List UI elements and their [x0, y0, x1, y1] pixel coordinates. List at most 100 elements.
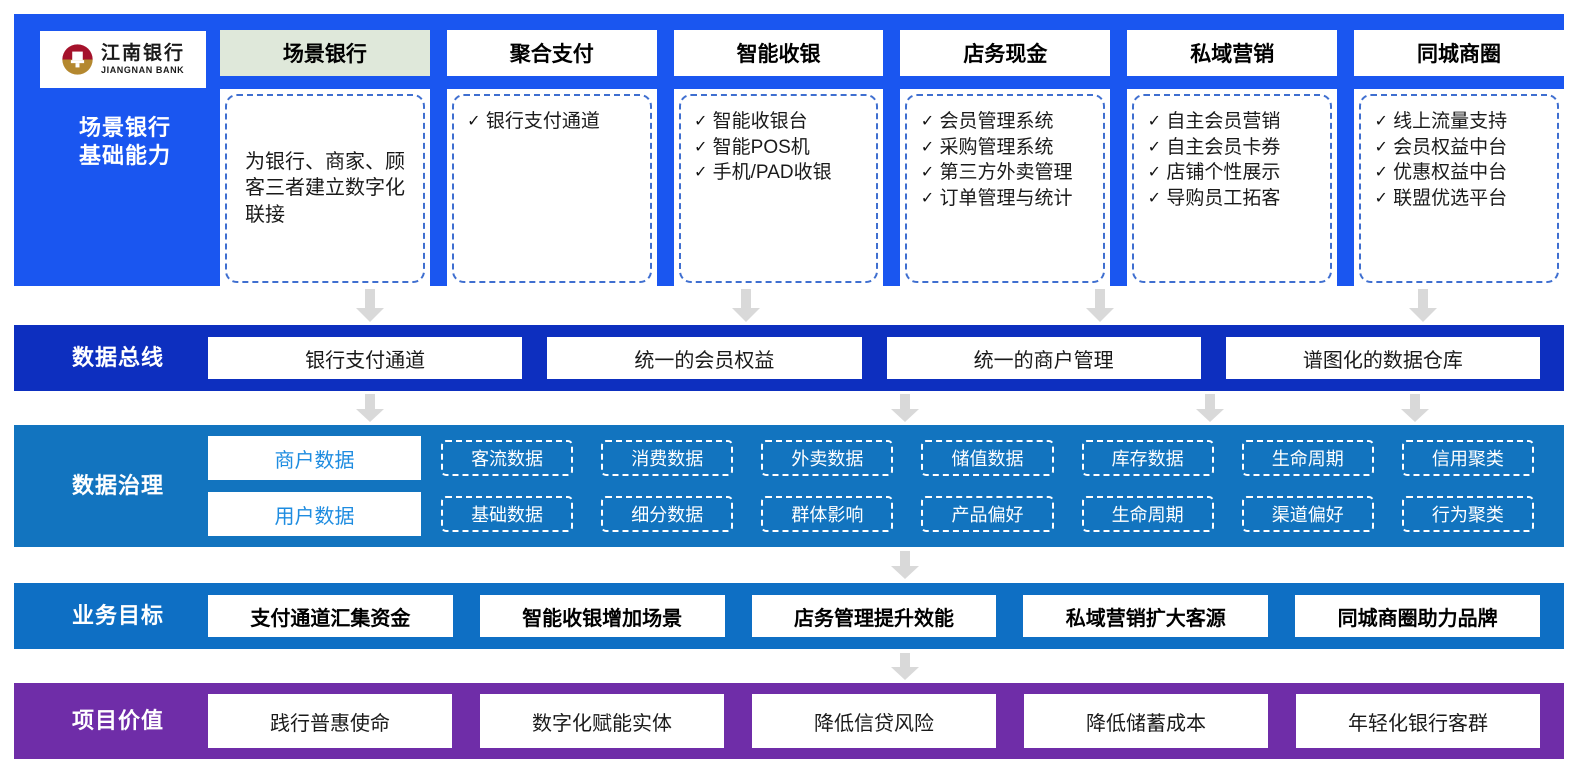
data-bus-item[interactable]: 银行支付通道 — [208, 337, 523, 379]
governance-tag[interactable]: 客流数据 — [441, 440, 574, 476]
flow-arrow-3 — [1085, 289, 1115, 322]
list-item-label: 银行支付通道 — [485, 111, 600, 132]
project-value-item[interactable]: 数字化赋能实体 — [480, 694, 724, 748]
flow-arrow-6 — [890, 394, 920, 422]
list-item: ✓线上流量支持 — [1369, 110, 1549, 135]
flow-arrow-1 — [355, 289, 385, 322]
capability-list: ✓会员管理系统✓采购管理系统✓第三方外卖管理 ✓ 订单管理与统计 — [915, 110, 1095, 213]
scenario-tab-2[interactable]: 智能收银 — [673, 30, 884, 76]
list-item-label: 会员管理系统 — [939, 111, 1054, 132]
list-item-label: 采购管理系统 — [939, 136, 1054, 158]
business-goal-item[interactable]: 智能收银增加场景 — [479, 595, 725, 637]
data-bus-label: 数据总线 — [71, 345, 164, 371]
governance-tag[interactable]: 行为聚类 — [1401, 496, 1534, 532]
scenario-card-wrapper: ✓会员管理系统✓采购管理系统✓第三方外卖管理 ✓ 订单管理与统计 — [900, 89, 1111, 288]
logo-wordmark: 江南银行 JIANGNAN BANK — [101, 44, 185, 75]
governance-tag[interactable]: 储值数据 — [921, 440, 1054, 476]
governance-tag[interactable]: 群体影响 — [761, 496, 894, 532]
check-icon: ✓ — [1147, 164, 1162, 182]
check-icon: ✓ — [1147, 190, 1162, 208]
flow-arrow-4 — [1408, 289, 1438, 322]
data-bus-item[interactable]: 统一的会员权益 — [547, 337, 862, 379]
governance-primary-0[interactable]: 商户数据 — [208, 436, 421, 480]
scenario-column: 同城商圈✓线上流量支持✓会员权益中台✓优惠权益中台✓联盟优选平台 — [1354, 30, 1564, 288]
check-icon: ✓ — [1374, 190, 1388, 208]
governance-tag[interactable]: 生命周期 — [1081, 496, 1214, 532]
scenario-column: 智能收银 ✓智能收银台✓智能POS机✓手机/PAD收银 — [673, 30, 884, 288]
scenario-card-wrapper: ✓自主会员营销✓自主会员卡券✓店铺个性展示✓导购员工拓客 — [1127, 89, 1338, 288]
business-goal-item[interactable]: 店务管理提升效能 — [751, 595, 997, 637]
list-item: ✓第三方外卖管理 — [915, 161, 1095, 186]
project-value-item[interactable]: 践行普惠使命 — [208, 694, 452, 748]
logo-english-name: JIANGNAN BANK — [100, 65, 185, 75]
project-value-item[interactable]: 年轻化银行客群 — [1296, 694, 1540, 748]
business-goal-item[interactable]: 同城商圈助力品牌 — [1295, 595, 1540, 637]
check-icon: ✓ — [1147, 138, 1162, 156]
check-icon: ✓ — [1147, 113, 1162, 130]
list-item-label: 联盟优选平台 — [1393, 188, 1508, 210]
check-icon: ✓ — [1374, 164, 1388, 182]
scenario-tab-3[interactable]: 店务现金 — [900, 30, 1111, 76]
data-governance-band: 数据治理 商户数据客流数据消费数据外卖数据储值数据库存数据生命周期信用聚类用户数… — [14, 425, 1564, 547]
governance-row: 用户数据基础数据细分数据群体影响产品偏好生命周期渠道偏好行为聚类 — [208, 492, 1542, 536]
data-bus-item[interactable]: 谱图化的数据仓库 — [1225, 337, 1540, 379]
list-item: ✓智能POS机 — [689, 136, 869, 161]
flow-arrow-2 — [731, 289, 761, 322]
project-value-item[interactable]: 降低储蓄成本 — [1024, 694, 1268, 748]
governance-tag[interactable]: 产品偏好 — [921, 496, 1054, 532]
scenario-band-label-line1: 场景银行 — [78, 115, 171, 140]
scenario-card-wrapper: ✓线上流量支持✓会员权益中台✓优惠权益中台✓联盟优选平台 — [1354, 89, 1564, 288]
scenario-card-wrapper: ✓智能收银台✓智能POS机✓手机/PAD收银 — [673, 89, 884, 288]
scenario-column: 场景银行为银行、商家、顾客三者建立数字化联接 — [220, 30, 430, 288]
scenario-column: 私域营销✓自主会员营销✓自主会员卡券✓店铺个性展示✓导购员工拓客 — [1127, 30, 1338, 288]
governance-tag[interactable]: 基础数据 — [441, 496, 574, 532]
list-item-label: 导购员工拓客 — [1166, 188, 1281, 210]
governance-tag[interactable]: 库存数据 — [1081, 440, 1214, 476]
business-goals-label: 业务目标 — [71, 603, 164, 629]
scenario-capability-card: 为银行、商家、顾客三者建立数字化联接 — [225, 94, 425, 283]
scenario-card-wrapper: 为银行、商家、顾客三者建立数字化联接 — [220, 89, 430, 288]
governance-row: 商户数据客流数据消费数据外卖数据储值数据库存数据生命周期信用聚类 — [208, 436, 1542, 480]
list-item-label: 店铺个性展示 — [1166, 162, 1281, 184]
scenario-capability-card: ✓自主会员营销✓自主会员卡券✓店铺个性展示✓导购员工拓客 — [1132, 94, 1333, 283]
list-item-label: 会员权益中台 — [1393, 136, 1508, 158]
project-value-item[interactable]: 降低信贷风险 — [752, 694, 996, 748]
scenario-tab-1[interactable]: 聚合支付 — [446, 30, 657, 76]
list-item-label: 订单管理与统计 — [939, 188, 1073, 210]
list-item: ✓ 联盟优选平台 — [1369, 187, 1549, 212]
flow-arrow-5 — [355, 394, 385, 422]
scenario-capability-card: ✓线上流量支持✓会员权益中台✓优惠权益中台✓联盟优选平台 — [1359, 94, 1559, 283]
bank-circle-logo-icon — [62, 44, 93, 75]
list-item: ✓手机/PAD收银 — [689, 161, 869, 186]
business-goal-item[interactable]: 支付通道汇集资金 — [208, 595, 453, 637]
business-goals-band: 业务目标 支付通道汇集资金智能收银增加场景店务管理提升效能私域营销扩大客源同城商… — [14, 583, 1564, 649]
governance-tag[interactable]: 细分数据 — [601, 496, 734, 532]
capability-list: ✓智能收银台✓智能POS机✓手机/PAD收银 — [689, 110, 869, 187]
scenario-tab-4[interactable]: 私域营销 — [1127, 30, 1338, 76]
list-item: ✓会员管理系统 — [915, 110, 1095, 135]
governance-tag[interactable]: 消费数据 — [601, 440, 734, 476]
check-icon: ✓ — [693, 138, 708, 156]
list-item: ✓自主会员卡券 — [1142, 136, 1322, 161]
list-item: ✓采购管理系统 — [915, 136, 1095, 161]
project-value-band: 项目价值 践行普惠使命数字化赋能实体降低信贷风险降低储蓄成本年轻化银行客群 — [14, 683, 1564, 759]
governance-tag[interactable]: 信用聚类 — [1401, 440, 1534, 476]
scenario-tab-5[interactable]: 同城商圈 — [1354, 30, 1564, 76]
business-goal-item[interactable]: 私域营销扩大客源 — [1023, 595, 1269, 637]
list-item: ✓智能收银台 — [689, 110, 869, 135]
list-item: ✓银行支付通道 — [462, 110, 642, 135]
governance-primary-1[interactable]: 用户数据 — [208, 492, 421, 536]
scenario-column: 店务现金 ✓会员管理系统✓采购管理系统✓第三方外卖管理 ✓ 订单管理与统计 — [900, 30, 1111, 288]
governance-tag[interactable]: 生命周期 — [1241, 440, 1374, 476]
check-icon: ✓ — [920, 138, 935, 156]
scenario-capability-card: ✓智能收银台✓智能POS机✓手机/PAD收银 — [678, 94, 879, 283]
governance-tag[interactable]: 外卖数据 — [761, 440, 894, 476]
list-item: ✓自主会员营销 — [1142, 110, 1322, 135]
scenario-tab-0[interactable]: 场景银行 — [220, 30, 430, 76]
list-item-label: 自主会员营销 — [1166, 111, 1281, 132]
data-governance-label: 数据治理 — [71, 473, 164, 499]
bank-logo: 江南银行 JIANGNAN BANK — [40, 31, 206, 88]
data-bus-item[interactable]: 统一的商户管理 — [886, 337, 1201, 379]
governance-tag[interactable]: 渠道偏好 — [1241, 496, 1374, 532]
list-item: ✓店铺个性展示 — [1142, 161, 1322, 186]
